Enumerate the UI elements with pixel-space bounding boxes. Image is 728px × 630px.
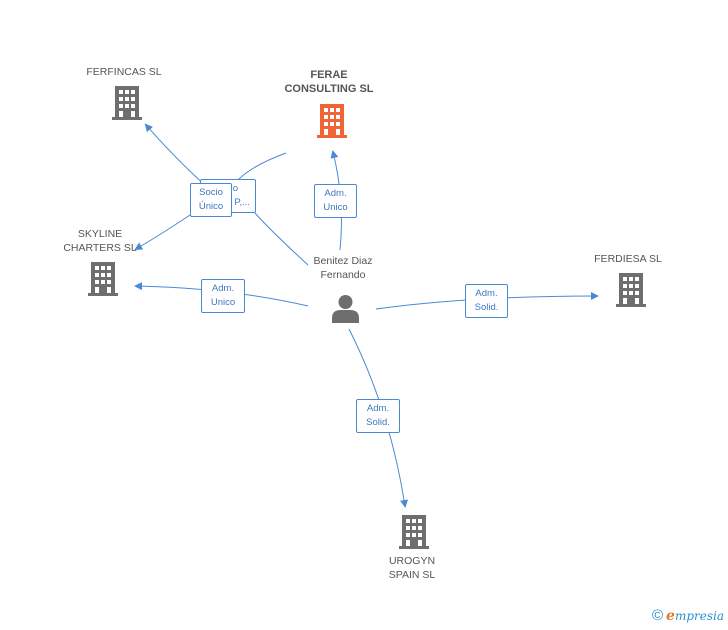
skyline-building-icon[interactable] — [88, 262, 118, 296]
badge-line: Adm. — [475, 288, 498, 299]
role-badge-adm-solid-urogyn[interactable]: Adm. Solid. — [356, 399, 400, 433]
badge-line: Unico — [210, 297, 236, 308]
ferae-building-icon[interactable] — [317, 104, 347, 138]
ferdiesa-label[interactable]: FERDIESA SL — [594, 253, 662, 265]
role-badge-adm-unico-skyline[interactable]: Adm. Unico — [201, 279, 245, 313]
urogyn-label-line2[interactable]: SPAIN SL — [388, 569, 436, 581]
urogyn-building-icon[interactable] — [399, 515, 429, 549]
ferae-label-line1[interactable]: FERAE — [310, 69, 348, 81]
copyright-icon: © — [651, 607, 664, 624]
skyline-label-line2[interactable]: CHARTERS SL — [63, 242, 137, 254]
edge-person-to-socio — [254, 212, 309, 266]
edge-socio-skyline — [134, 214, 191, 251]
badge-line: Adm. — [324, 188, 347, 199]
badge-line: Adm. — [211, 283, 235, 294]
person-label-line1[interactable]: Benitez Diaz — [313, 255, 373, 267]
badge-line: Solid. — [474, 302, 499, 313]
brand-logo-text: mpresia — [674, 609, 724, 623]
ferfincas-label[interactable]: FERFINCAS SL — [86, 66, 162, 78]
badge-line: Único — [198, 201, 224, 212]
role-badge-adm-solid-ferdiesa[interactable]: Adm. Solid. — [465, 284, 508, 318]
ferae-label-line2[interactable]: CONSULTING SL — [284, 83, 374, 95]
badge-line: P,... — [234, 197, 250, 208]
badge-line: Solid. — [366, 417, 390, 428]
badge-line: Unico — [323, 202, 348, 213]
badge-line: Socio — [199, 187, 223, 198]
badge-line: o — [232, 183, 238, 194]
skyline-label-line1[interactable]: SKYLINE — [77, 228, 123, 240]
empresia-copyright[interactable]: ©empresia — [652, 607, 724, 624]
ferdiesa-building-icon[interactable] — [616, 273, 646, 307]
badge-line: Adm. — [366, 403, 390, 414]
person-icon[interactable] — [331, 294, 360, 323]
role-badge-adm-unico-ferae[interactable]: Adm. Unico — [314, 184, 357, 218]
ferfincas-building-icon[interactable] — [112, 86, 142, 120]
person-label-line2[interactable]: Fernando — [320, 269, 366, 281]
brand-logo-e: e — [666, 608, 675, 624]
role-badge-socio-unico[interactable]: Socio Único — [190, 183, 232, 217]
urogyn-label-line1[interactable]: UROGYN — [388, 555, 436, 567]
